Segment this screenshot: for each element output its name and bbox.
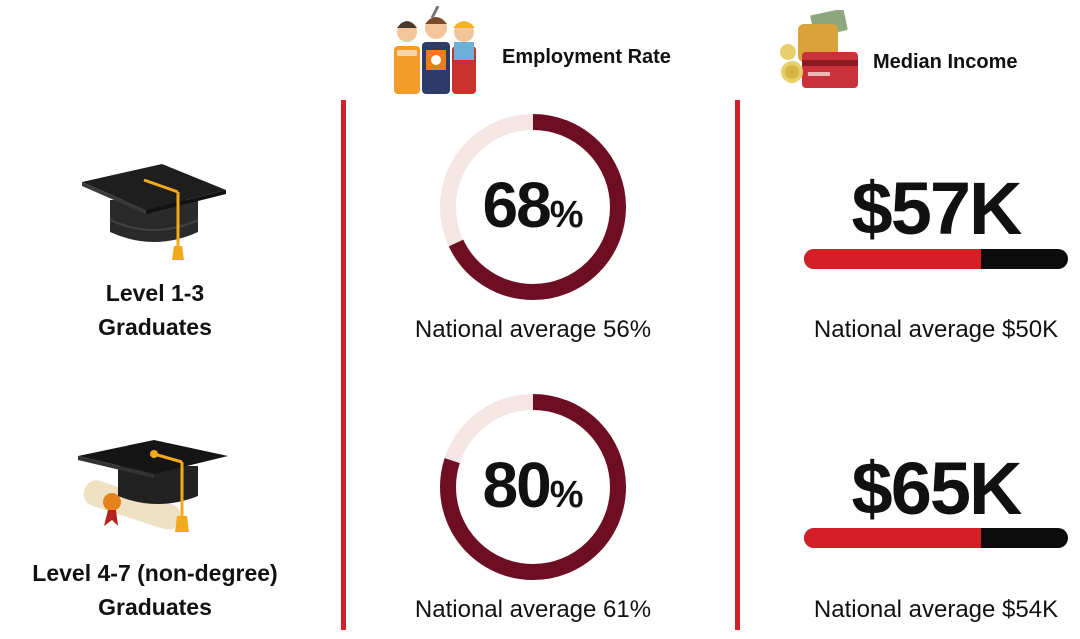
workers-illustration-icon [388,5,483,96]
column-divider-right [735,100,740,630]
income-national-average-row2: National average $54K [813,596,1059,623]
median-income-header: Median Income [873,51,1018,73]
wallet-money-icon [778,8,860,96]
donut-value-arc [440,394,626,580]
median-income-value-row2: $65K [851,447,1023,530]
employment-donut-row1: 68% [438,112,628,302]
row-label-line1: Level 1-3 [105,280,205,306]
employment-value: 68 [482,169,552,241]
employment-value: 80 [482,449,552,521]
income-national-average-row1: National average $50K [813,316,1059,343]
employment-rate-header: Employment Rate [502,46,671,68]
income-bar-fill-row1 [804,249,981,269]
row-label-level-4-7: Level 4-7 (non-degree) Graduates [0,556,310,624]
donut-value-arc [440,114,626,300]
row-label-line2: Graduates [98,314,212,340]
median-income-value-row1: $57K [851,167,1023,250]
income-bar-track-row2 [804,528,1068,548]
income-bar-fill-row2 [804,528,981,548]
row-label-line1: Level 4-7 (non-degree) [32,560,278,586]
row-label-line2: Graduates [98,594,212,620]
employment-national-average-row1: National average 56% [414,316,652,343]
graduation-cap-icon [82,160,228,262]
employment-donut-row2: 80% [438,392,628,582]
percent-sign: % [549,474,584,516]
row-label-level-1-3: Level 1-3 Graduates [60,276,250,344]
income-bar-track-row1 [804,249,1068,269]
percent-sign: % [549,194,584,236]
employment-national-average-row2: National average 61% [414,596,652,623]
column-divider-left [341,100,346,630]
employment-value-label: 80% [438,448,628,522]
employment-value-label: 68% [438,168,628,242]
graduation-cap-diploma-icon [78,440,230,536]
